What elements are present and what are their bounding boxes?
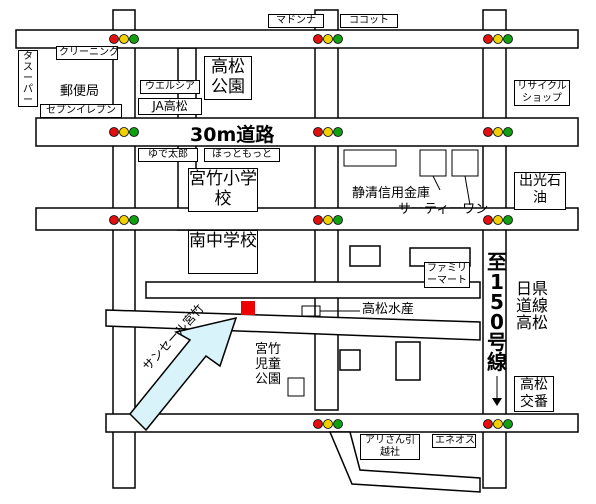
traffic-light-8 [313,215,343,225]
shinkin-leader [432,175,441,191]
label-top-store-2: ココット [340,14,398,28]
traffic-light-11 [483,419,513,429]
label-family-mart: ファミリーマート [424,262,470,288]
traffic-light-4 [109,127,139,137]
park-building [287,377,305,397]
road-south-curve [328,431,481,493]
label-shinkin: 静清信用金庫 [352,186,431,201]
traffic-lights [109,34,513,429]
circlek-leader [464,175,471,206]
label-seven-eleven: セブンイレブン [40,104,122,118]
label-recycle: リサイクルショップ [514,80,570,106]
label-welcia: ウエルシア [140,80,200,94]
shinkin-building [343,149,397,167]
traffic-light-10 [313,419,343,429]
label-junior-high: 南中学校 [188,230,258,274]
road-side-1 [145,281,481,299]
label-koban: 高松交番 [514,376,554,412]
route-arrow-head [492,398,502,406]
road-top [15,29,579,49]
traffic-light-3 [483,34,513,44]
label-route-150: 至150号線 [487,250,507,374]
traffic-light-1 [109,34,139,44]
label-yudetaro: ゆで太郎 [138,148,198,162]
road-middle [35,207,579,231]
label-cleaning: クリーニング [56,46,119,60]
label-post-office: 郵便局 [60,84,100,99]
label-moving: アリさん引越社 [360,434,420,460]
traffic-light-9 [483,215,513,225]
road-small-4 [395,341,421,381]
label-road-30m: 30m道路 [190,124,275,146]
road-small-3 [339,349,361,371]
road-30m [35,117,579,147]
road-small-right [349,245,381,267]
label-eneos: エネオス [432,434,476,448]
traffic-light-7 [109,215,139,225]
label-taxi-pool: タスーパー [18,50,38,107]
label-elementary-school: 宮竹小学校 [188,168,258,212]
label-hottomotto: ほっともっと [204,148,280,162]
road-small-2 [409,247,471,267]
traffic-light-6 [483,127,513,137]
label-top-store-1: マドンナ [268,14,324,28]
building-right-2 [451,149,479,177]
label-prefectural-road: 日県道線高松 [515,279,548,332]
label-ja: JA高松 [138,98,202,115]
traffic-light-2 [313,34,343,44]
label-suisan: 高松水産 [362,302,415,317]
label-park: 高松公園 [204,56,252,100]
traffic-light-5 [313,127,343,137]
destination-arrow [128,316,238,432]
road-main-slant [105,309,481,341]
destination-marker [241,301,255,315]
building-right-1 [419,149,447,177]
label-gas: 出光石油 [514,172,566,210]
label-circlek: サーティーワン [398,202,489,217]
label-children-park: 宮竹児童公園 [254,342,281,387]
